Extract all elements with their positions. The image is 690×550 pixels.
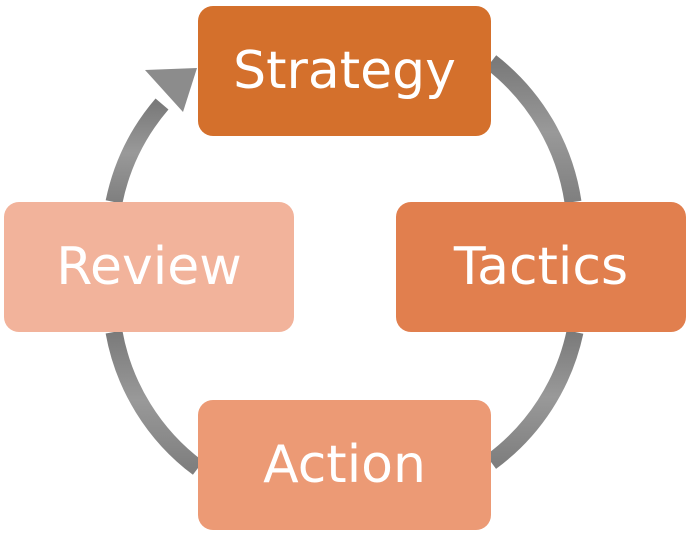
node-review: Review — [4, 202, 294, 332]
connector-tactics-action — [485, 330, 584, 469]
node-tactics-label: Tactics — [453, 237, 629, 297]
connector-action-review — [105, 330, 204, 475]
arrowhead-icon — [145, 68, 197, 112]
node-tactics: Tactics — [396, 202, 686, 332]
connector-strategy-tactics — [485, 55, 582, 204]
node-strategy-label: Strategy — [233, 41, 456, 101]
connector-review-strategy — [105, 98, 169, 204]
node-action: Action — [198, 400, 491, 530]
node-action-label: Action — [263, 435, 426, 495]
node-strategy: Strategy — [198, 6, 491, 136]
node-review-label: Review — [56, 237, 242, 297]
